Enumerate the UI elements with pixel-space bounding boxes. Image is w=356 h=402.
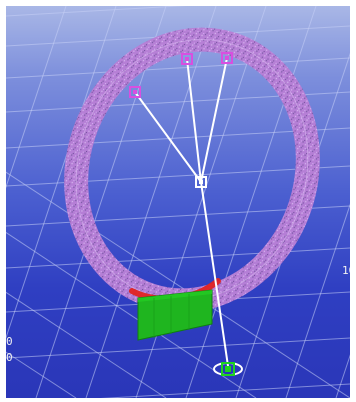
ring-node-2[interactable]: [181, 53, 193, 65]
3d-viewport[interactable]: 10 0 0: [6, 6, 350, 398]
axis-label-left-top: 0: [6, 335, 13, 348]
spoke-lines: [134, 57, 229, 367]
hub-node[interactable]: [195, 176, 207, 188]
ground-contact-patch[interactable]: [137, 289, 213, 341]
scene-canvas[interactable]: [6, 6, 350, 398]
axis-label-left-bottom: 0: [6, 351, 13, 364]
ring-node-3[interactable]: [221, 52, 233, 64]
ground-node[interactable]: [213, 362, 243, 376]
axis-label-right: 10: [342, 264, 350, 277]
ring-node-1[interactable]: [129, 86, 141, 98]
